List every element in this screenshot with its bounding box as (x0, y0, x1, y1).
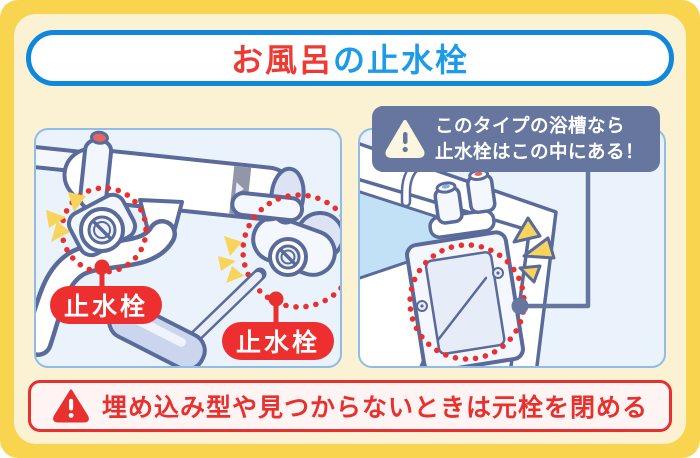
warning-triangle-icon (53, 389, 89, 423)
badge-1-label: 止水栓 (63, 293, 148, 321)
callout-connector (511, 130, 591, 315)
title-rest-text: の止水栓 (333, 42, 470, 78)
callout-text: このタイプの浴槽なら 止水栓はこの中にある！ (435, 113, 644, 165)
emphasis-marks-right (218, 236, 244, 283)
title-accent-text: お風呂 (230, 42, 333, 78)
panel-screws (416, 267, 504, 312)
stop-valve-left (66, 192, 138, 258)
access-panel (405, 230, 525, 366)
faucet-illustration (36, 130, 340, 366)
badge-pointers (94, 259, 284, 329)
emphasis-marks-left (46, 192, 86, 242)
callout-bubble: このタイプの浴槽なら 止水栓はこの中にある！ (372, 106, 660, 172)
callout-line-1: このタイプの浴槽なら (435, 115, 626, 136)
right-panel-bathtub (358, 128, 666, 368)
stop-valve-badge-1: 止水栓 (50, 286, 162, 324)
alert-triangle-icon (385, 120, 425, 158)
stop-valve-right (268, 237, 308, 277)
badge-2-label: 止水栓 (235, 329, 320, 357)
callout-line-2: 止水栓はこの中にある！ (435, 141, 645, 162)
highlight-circle-right (240, 192, 340, 310)
emphasis-marks-panel (512, 216, 556, 284)
left-panel-faucet: 止水栓 止水栓 (34, 128, 342, 368)
warning-text: 埋め込み型や見つからないときは元栓を閉める (101, 394, 648, 422)
bottom-warning-box: 埋め込み型や見つからないときは元栓を閉める (28, 380, 672, 432)
stop-valve-badge-2: 止水栓 (222, 322, 334, 360)
page-title: お風呂の止水栓 (26, 30, 674, 86)
bathtub-illustration (360, 130, 591, 366)
red-cap (89, 130, 109, 145)
